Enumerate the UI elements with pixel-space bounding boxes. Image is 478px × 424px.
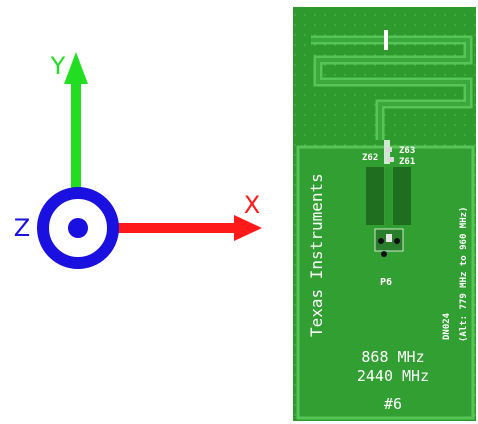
y-axis-arrowhead — [64, 52, 88, 84]
feed-pad-right — [393, 167, 411, 225]
label-z63: Z63 — [399, 146, 415, 156]
label-z61: Z61 — [399, 157, 415, 167]
connector-pin-center — [386, 234, 392, 242]
component-z61-pad — [388, 157, 394, 162]
connector-pin-1 — [378, 238, 384, 244]
feed-center-strip — [385, 167, 392, 227]
antenna-white-marker — [384, 30, 388, 50]
connector-pin-3 — [381, 251, 387, 257]
meander-antenna-trace-inner — [311, 38, 470, 140]
board-number-text: #6 — [384, 395, 402, 413]
label-z62: Z62 — [362, 153, 378, 163]
x-axis-label: X — [244, 191, 260, 219]
alt-frequency-range-text: (Alt: 779 MHz to 960 MHz) — [459, 207, 469, 342]
frequency-2440-text: 2440 MHz — [357, 367, 429, 385]
feed-pad-left — [366, 167, 384, 225]
component-z63-pad — [386, 147, 392, 152]
z-axis-label: Z — [14, 214, 30, 242]
x-axis-arrowhead — [234, 215, 262, 241]
y-axis-arrow-shaft — [71, 80, 81, 190]
doc-code-text: DN024 — [442, 312, 452, 340]
coordinate-axes: Y X Z — [14, 52, 262, 269]
y-axis-label: Y — [50, 52, 66, 80]
label-p6: P6 — [380, 277, 392, 288]
pcb-board: Z62 Z63 Z61 P6 Texas Instruments (Alt: 7… — [293, 7, 476, 421]
frequency-868-text: 868 MHz — [361, 348, 424, 366]
x-axis-arrow-shaft — [118, 223, 238, 233]
connector-pin-2 — [394, 238, 400, 244]
z-axis-dot — [68, 218, 88, 238]
brand-text: Texas Instruments — [307, 173, 326, 337]
